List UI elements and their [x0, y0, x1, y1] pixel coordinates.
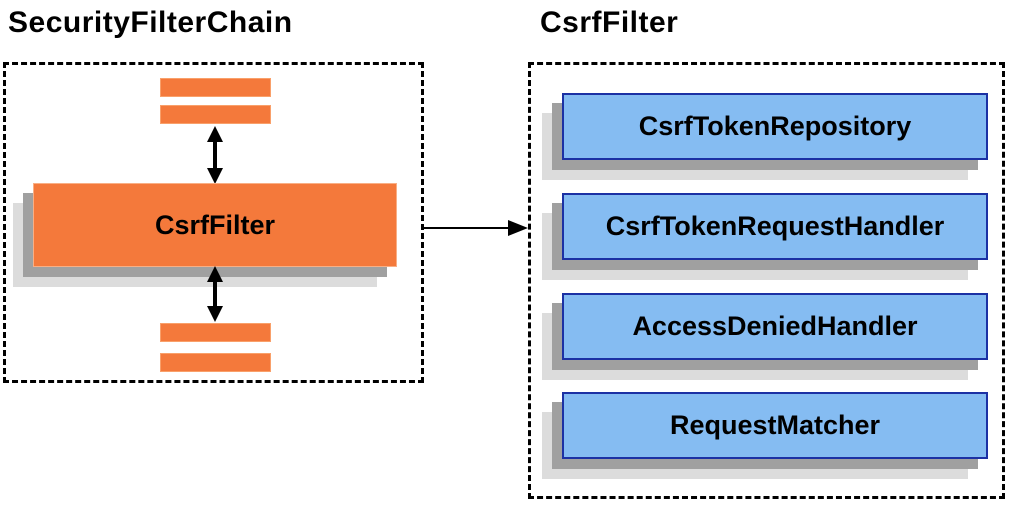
filter-bar	[160, 323, 271, 342]
component-label: CsrfTokenRequestHandler	[605, 211, 945, 241]
arrow-right-icon	[424, 220, 528, 236]
csrf-filter-node: CsrfFilter	[33, 183, 397, 267]
component-label: RequestMatcher	[669, 410, 881, 440]
component-box-access-denied-handler: AccessDeniedHandler	[562, 293, 988, 360]
component-label: AccessDeniedHandler	[632, 311, 918, 341]
csrf-filter-node-label: CsrfFilter	[154, 209, 276, 240]
security-filter-chain-box: CsrfFilter	[3, 62, 424, 383]
security-filter-chain-title: SecurityFilterChain	[8, 6, 293, 39]
component-label: CsrfTokenRepository	[638, 111, 912, 141]
csrf-filter-components-box: CsrfTokenRepository CsrfTokenRequestHand…	[528, 62, 1005, 499]
filter-bar	[160, 78, 271, 97]
bidirectional-arrow-icon	[207, 266, 223, 322]
component-box-csrf-token-repository: CsrfTokenRepository	[562, 93, 988, 160]
component-box-csrf-token-request-handler: CsrfTokenRequestHandler	[562, 193, 988, 260]
bidirectional-arrow-icon	[207, 126, 223, 184]
filter-bar	[160, 353, 271, 372]
component-box-request-matcher: RequestMatcher	[562, 392, 988, 459]
csrf-filter-title: CsrfFilter	[540, 6, 679, 39]
filter-bar	[160, 105, 271, 124]
